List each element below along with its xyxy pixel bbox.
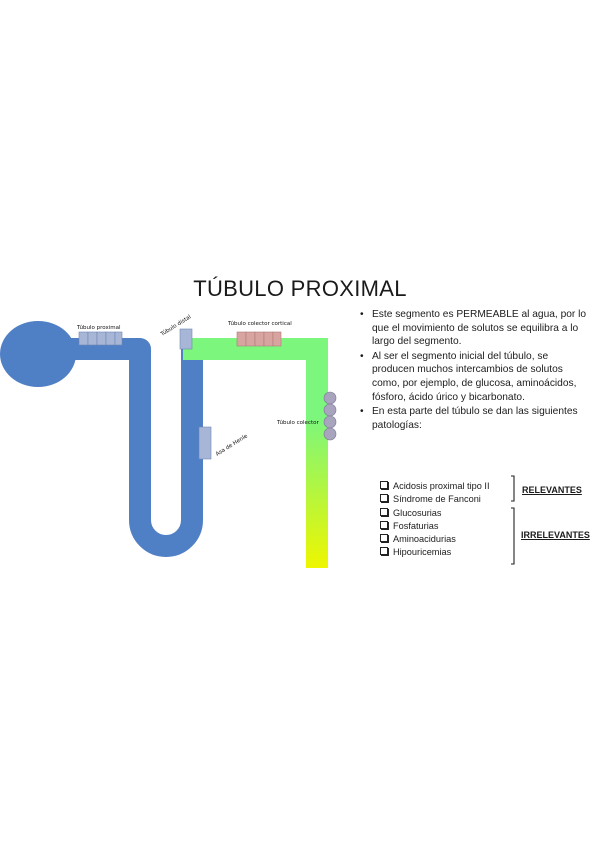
henle-cell	[198, 426, 212, 460]
pathology-label: Fosfaturias	[393, 520, 439, 531]
label-henle: Asa de Henle	[215, 433, 249, 458]
slide-title: TÚBULO PROXIMAL	[193, 276, 407, 301]
collector-circle	[323, 403, 337, 417]
pathology-label: Síndrome de Fanconi	[393, 494, 481, 505]
distal-cortical-segment	[183, 338, 327, 360]
bullet-item: Este segmento es PERMEABLE al agua, por …	[358, 308, 590, 349]
proximal-cell	[78, 331, 89, 346]
pathology-label: Hipouricemias	[393, 547, 452, 558]
cortical-cell	[236, 331, 247, 347]
pathology-label: Glucosurias	[393, 507, 442, 518]
label-proximal: Túbulo proximal	[76, 324, 121, 331]
irrelevant-bracket	[511, 507, 515, 565]
glomerulus-capsule	[0, 321, 76, 387]
bullet-item: Al ser el segmento inicial del túbulo, s…	[358, 350, 590, 404]
label-cortical: Túbulo colector cortical	[227, 320, 292, 327]
cortical-cells	[236, 331, 282, 347]
pathology-item: Acidosis proximal tipo II	[380, 480, 490, 493]
checkbox-icon	[380, 507, 388, 516]
collector-circle	[323, 391, 337, 405]
relevant-bracket	[511, 475, 515, 502]
cortical-cell	[254, 331, 265, 347]
pathology-item: Síndrome de Fanconi	[380, 493, 490, 506]
label-colector: Túbulo colector	[276, 419, 319, 426]
pathology-item: Fosfaturias	[380, 520, 490, 533]
proximal-tubule-and-henle-loop	[60, 338, 203, 557]
distal-cell	[179, 328, 193, 350]
pathology-label: Aminoacidurias	[393, 534, 456, 545]
pathology-label: Acidosis proximal tipo II	[393, 481, 490, 491]
proximal-cell	[87, 331, 98, 346]
irrelevant-tag: IRRELEVANTES	[521, 530, 590, 540]
checkbox-icon	[380, 494, 388, 503]
collector-circle	[323, 415, 337, 429]
collecting-duct	[306, 338, 328, 568]
relevant-tag: RELEVANTES	[522, 485, 582, 495]
bullet-list: Este segmento es PERMEABLE al agua, por …	[358, 308, 590, 433]
proximal-cell	[105, 331, 116, 346]
bullet-item: En esta parte del túbulo se dan las sigu…	[358, 405, 590, 432]
cortical-cell	[245, 331, 256, 347]
checkbox-icon	[380, 547, 388, 556]
pathology-item: Glucosurias	[380, 507, 490, 520]
collector-circles	[323, 391, 337, 441]
cortical-cell	[263, 331, 274, 347]
pathology-list: Acidosis proximal tipo II Síndrome de Fa…	[380, 480, 490, 560]
proximal-cells	[78, 331, 123, 346]
proximal-cell	[114, 331, 123, 346]
cortical-cell	[272, 331, 282, 347]
pathology-item: Aminoacidurias	[380, 533, 490, 546]
checkbox-icon	[380, 520, 388, 529]
pathology-item: Hipouricemias	[380, 546, 490, 559]
proximal-cell	[96, 331, 107, 346]
collector-circle	[323, 427, 337, 441]
checkbox-icon	[380, 481, 388, 489]
checkbox-icon	[380, 534, 388, 543]
